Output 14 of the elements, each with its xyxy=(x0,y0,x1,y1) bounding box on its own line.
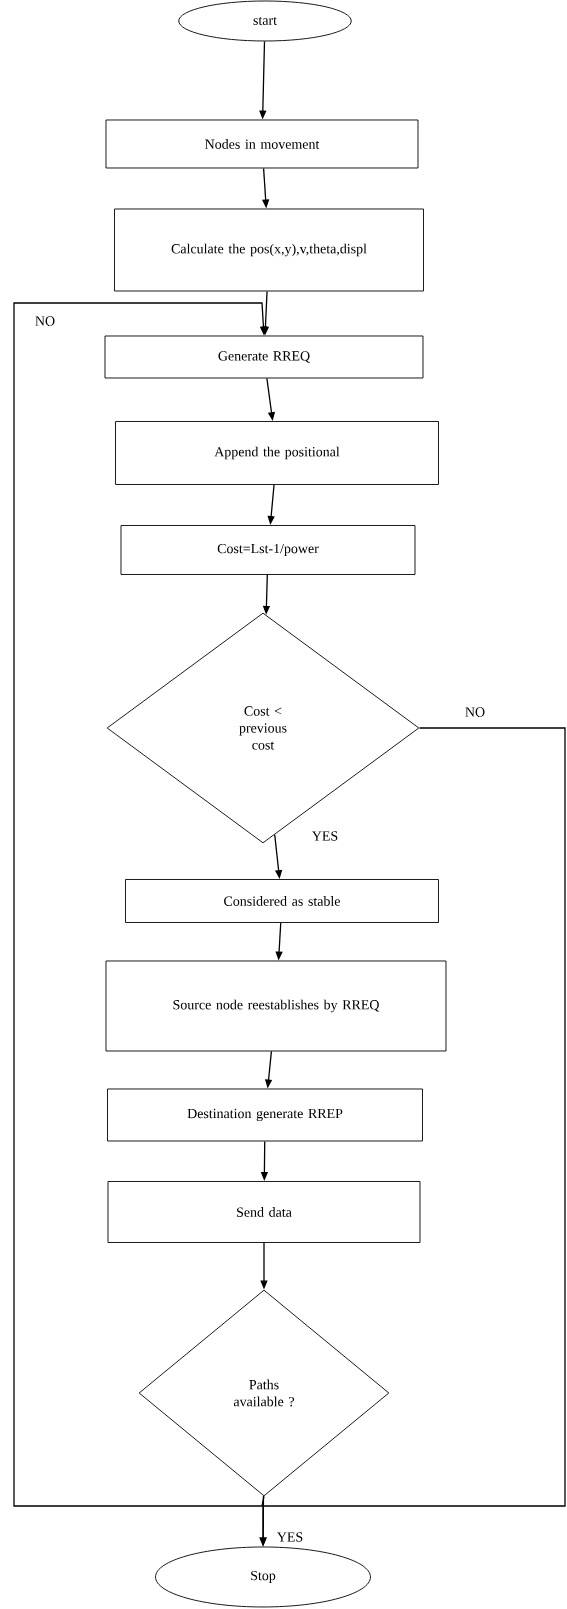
edge-label: NO xyxy=(463,706,487,718)
process-box: Destination generate RREP xyxy=(107,1088,423,1142)
process-box: Considered as stable xyxy=(125,879,439,923)
process-box: Append the positional xyxy=(115,421,439,485)
process-box: Send data xyxy=(107,1181,421,1243)
edge-label: NO xyxy=(33,315,57,327)
process-box: Calculate the pos(x,y),v,theta,displ xyxy=(114,208,424,292)
process-box: Generate RREQ xyxy=(104,335,424,379)
edge-label: YES xyxy=(310,830,340,842)
edge-label: YES xyxy=(275,1531,305,1543)
process-box: Source node reestablishes by RREQ xyxy=(105,960,447,1052)
arrow xyxy=(13,302,268,1507)
process-box: Nodes in movement xyxy=(105,119,419,169)
process-box: Cost=Lst-1/power xyxy=(120,525,416,575)
